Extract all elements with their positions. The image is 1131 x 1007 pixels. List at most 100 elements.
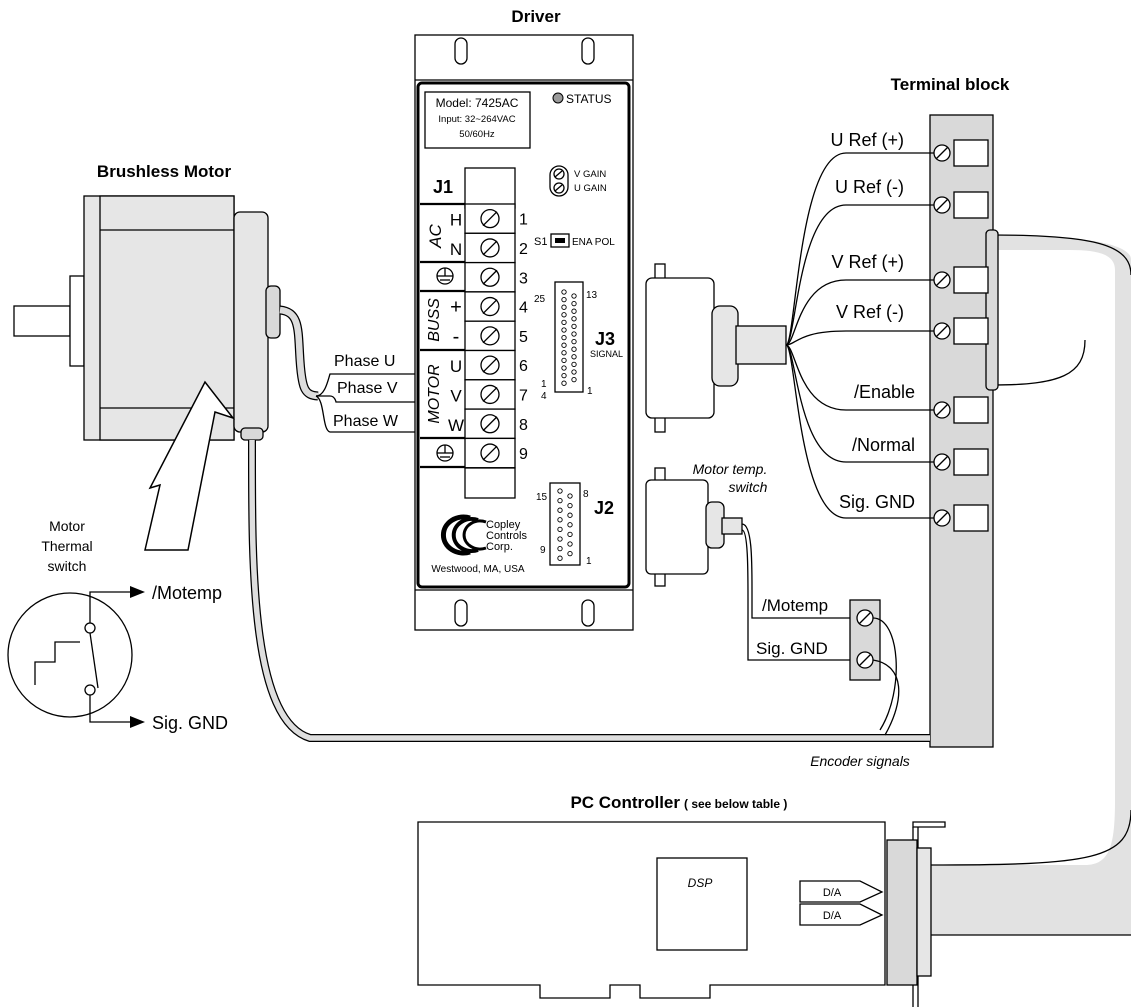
j2-pin-1: 1 [586,556,592,567]
terminal-clamp [953,396,989,424]
j3-pin-14a: 1 [541,379,547,390]
j1-row-letter: - [453,326,460,348]
terminal-label: /Enable [854,382,915,402]
terminal-label: V Ref (+) [831,252,904,272]
temp-motemp-label: /Motemp [762,596,828,615]
j1-pin-number: 3 [519,270,528,287]
phase-w-label: Phase W [333,413,399,430]
terminal-clamp [953,139,989,167]
copley-logo-icon: Copley Controls Corp. [428,514,532,556]
terminal-clamp [953,504,989,532]
j1-row-letter: N [450,240,462,259]
j3-pin-1: 1 [587,386,593,397]
j3-pin-14b: 4 [541,391,547,402]
j2-connector[interactable] [549,482,581,566]
svg-text:Corp.: Corp. [486,541,513,553]
ribbon-cable-edge-inner [992,339,1086,386]
temp-switch-label-line1: Motor temp. [693,461,768,477]
j1-row-letter: W [448,416,464,435]
terminal-clamp [953,448,989,476]
svg-text:Copley: Copley [486,519,521,531]
motemp-label: /Motemp [152,583,222,603]
terminal-label: /Normal [852,435,915,455]
signal-wire [785,279,934,346]
j3-cable-boot [711,305,739,387]
temp-sig-gnd-wire [741,529,860,661]
phase-v-label: Phase V [337,380,398,397]
mount-slot-bottom-right [581,599,595,627]
j3-cable-plug [645,277,715,419]
motemp-arrow-icon [130,586,145,598]
ena-pol-switch-lever [555,238,565,243]
j1-pin-number: 4 [519,300,528,317]
model-label-box [424,91,531,149]
buss-group-label: BUSS [426,298,443,342]
j3-connector[interactable] [554,281,584,393]
status-label: STATUS [566,92,612,106]
terminal-clamp [953,266,989,294]
j1-row-letter: V [450,386,462,405]
v-gain-label: V GAIN [574,169,606,180]
da-label-2: D/A [823,910,842,922]
driver-title: Driver [511,7,561,26]
ribbon-cable-edge-top [992,234,1131,276]
j1-row-letter: H [450,211,462,230]
da-converter-2 [799,903,884,926]
j2-pin-15: 15 [536,492,548,503]
pc-card-connector [886,839,918,986]
phase-u-label: Phase U [334,353,395,370]
signal-wire [785,330,934,346]
terminal-label: U Ref (+) [830,130,904,150]
terminal-label: Sig. GND [839,492,915,512]
temp-switch-label-line2: switch [729,479,768,495]
model-line3: 50/60Hz [459,129,495,140]
motor-title: Brushless Motor [97,162,232,181]
temp-sig-gnd-label: Sig. GND [756,639,828,658]
status-led-icon [552,92,564,104]
j1-pin-number: 1 [519,212,528,229]
signal-wire [785,344,934,411]
j1-pin-number: 8 [519,417,528,434]
svg-text:Controls: Controls [486,530,527,542]
location-label: Westwood, MA, USA [431,564,525,575]
signal-wire [785,344,934,519]
motor-cable-gland [265,285,281,339]
terminal-label: V Ref (-) [836,302,904,322]
ac-group-label: AC [426,223,445,248]
mount-slot-top-right [581,37,595,65]
j2-pin-9: 9 [540,545,546,556]
j3-pin-25: 25 [534,294,546,305]
j1-row-letter: + [450,297,462,319]
j2-pins [557,488,573,561]
model-line1: Model: 7425AC [436,96,519,110]
motor-flange-boss [69,275,85,367]
thermal-switch-symbol [7,592,133,718]
thermal-switch-callout-arrow [144,380,236,551]
ribbon-cable-edge-lower-top [929,809,1131,866]
s1-label: S1 [534,236,547,248]
ground-icon [436,267,454,285]
u-gain-label: U GAIN [574,183,607,194]
thermal-switch-contact-bottom [84,684,96,696]
terminal-clamp [953,317,989,345]
dsp-label: DSP [688,876,713,890]
dsp-chip [656,857,748,951]
j1-pin-number: 9 [519,446,528,463]
j2-label: J2 [594,498,614,518]
motor-rear-housing [233,211,269,433]
j1-pin-number: 2 [519,241,528,258]
j1-pin-number: 6 [519,358,528,375]
motor-group-label: MOTOR [426,364,443,424]
thermal-label-line2: Thermal [41,538,92,554]
j3-pins [561,289,577,386]
temp-motemp-wire [741,523,860,619]
phase-v-wire [316,395,415,403]
thermal-switch-blade [89,632,99,689]
j1-row-letter: U [450,357,462,376]
j1-pin-number: 7 [519,387,528,404]
j3-cable [735,325,787,365]
ground-icon [436,444,454,462]
thermal-switch-bimetal [34,641,80,685]
j2-cable [721,517,743,535]
